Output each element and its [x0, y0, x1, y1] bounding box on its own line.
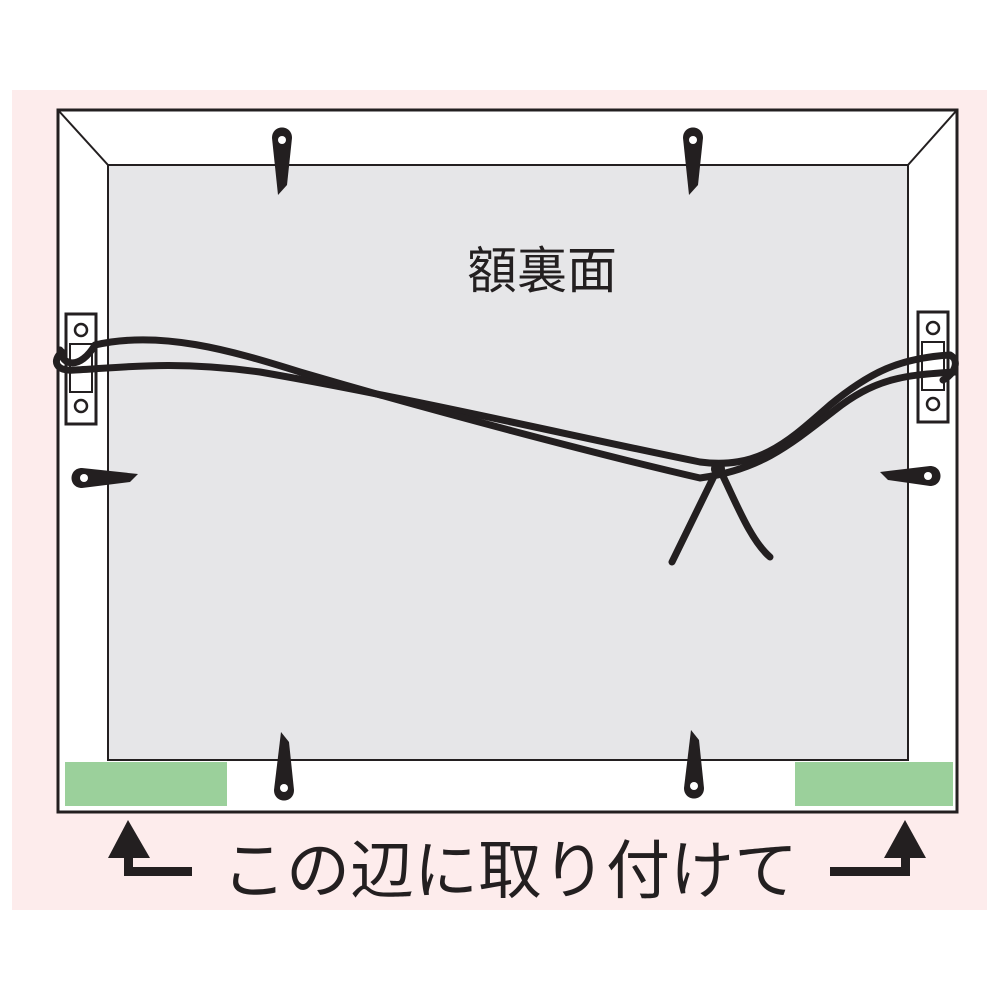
arrow-up-left-icon — [108, 820, 192, 876]
turn-button-icon — [71, 468, 138, 488]
turn-button-icon — [684, 730, 704, 799]
tape-left — [65, 762, 227, 806]
back-of-frame-label: 額裏面 — [467, 242, 617, 300]
backboard — [107, 164, 909, 761]
cord-knot — [711, 462, 725, 476]
turn-button-icon — [272, 127, 292, 195]
frame-miter-lines — [57, 109, 958, 166]
turn-button-clips — [71, 127, 941, 801]
turn-button-icon — [683, 127, 703, 195]
turn-button-icon — [880, 466, 941, 486]
turn-button-icon — [274, 732, 294, 801]
instruction-label: この辺に取り付けて — [222, 835, 798, 909]
tape-right — [795, 762, 953, 806]
bracket-right — [916, 310, 950, 424]
arrow-up-right-icon — [830, 820, 926, 876]
hanging-cord — [52, 336, 959, 566]
